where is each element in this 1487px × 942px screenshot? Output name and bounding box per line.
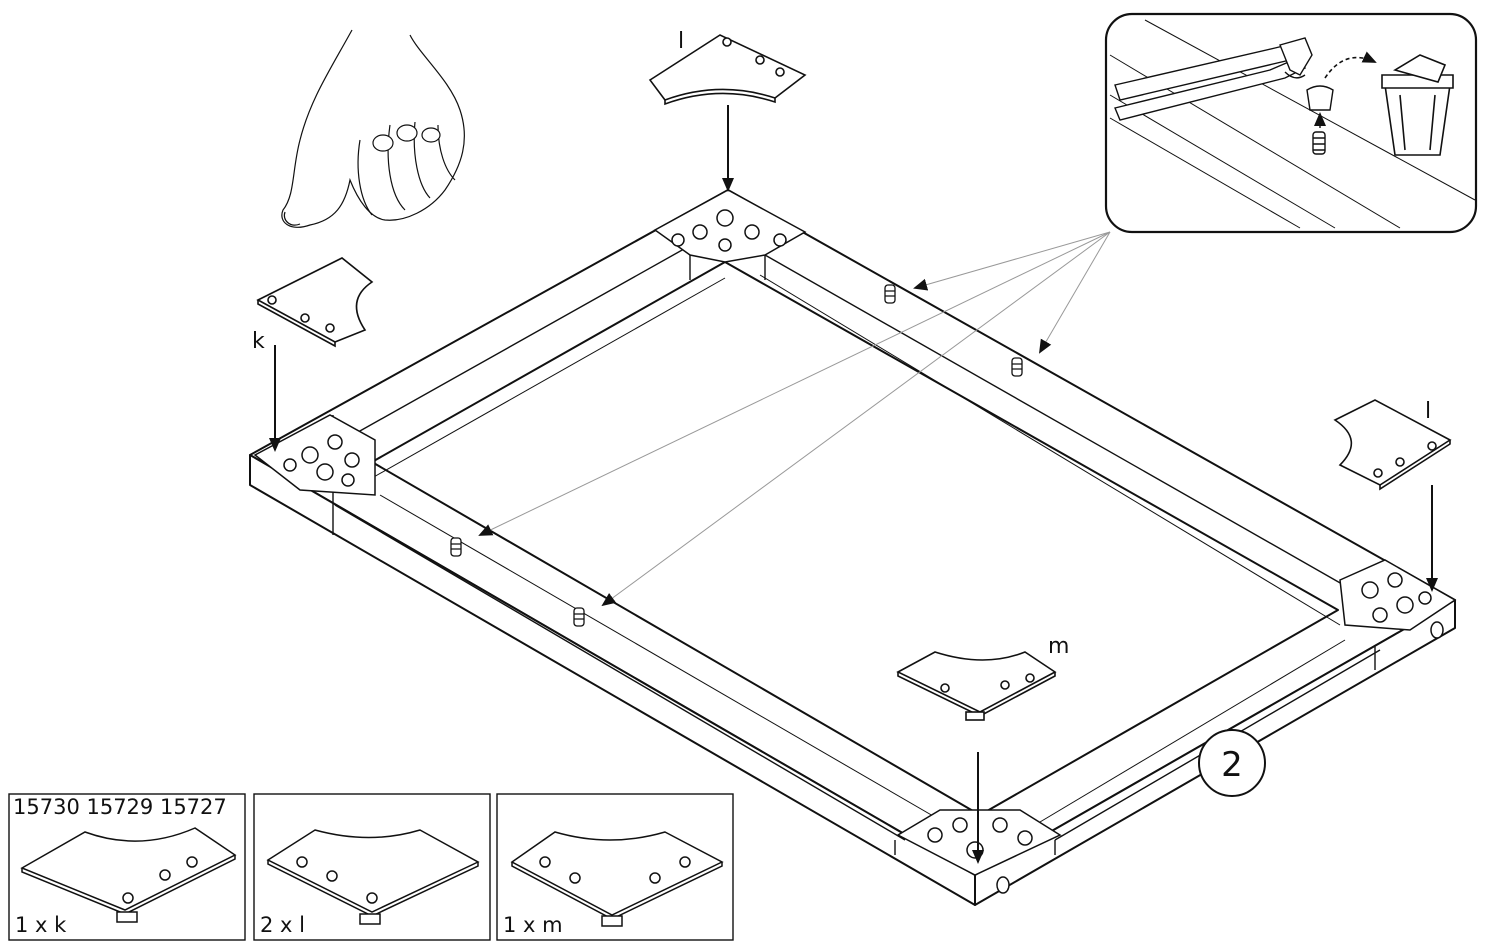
plug-1 bbox=[884, 284, 896, 304]
corner-block-left bbox=[253, 414, 376, 496]
part-quantity: 2 x l bbox=[260, 913, 305, 937]
plate-front bbox=[896, 651, 1057, 721]
trash-bin-icon bbox=[1381, 54, 1454, 156]
pliers-remove-plug-icon bbox=[1114, 37, 1313, 121]
base-frame bbox=[249, 189, 1456, 906]
corner-block-right bbox=[1339, 559, 1457, 639]
label-right-plate: l bbox=[1425, 399, 1431, 424]
plate-left bbox=[256, 257, 374, 348]
insertion-arrows bbox=[269, 105, 1438, 864]
rail-plugs bbox=[450, 284, 1023, 627]
parts-box-3: 1 x m bbox=[496, 793, 734, 941]
plug-4 bbox=[573, 607, 585, 627]
plate-right bbox=[1333, 399, 1452, 491]
parts-box-2: 2 x l bbox=[253, 793, 491, 941]
part-codes: 15730 15729 15727 bbox=[13, 795, 227, 819]
detail-plug bbox=[1306, 85, 1334, 155]
corner-block-top bbox=[653, 189, 807, 263]
label-top-plate: l bbox=[678, 29, 684, 54]
hand-pressing-icon bbox=[281, 29, 465, 228]
label-left-plate: k bbox=[252, 329, 265, 354]
plate-top bbox=[648, 34, 807, 106]
leader-lines bbox=[478, 231, 1111, 607]
part-quantity: 1 x m bbox=[503, 913, 563, 937]
plug-2 bbox=[1011, 357, 1023, 377]
detail-inset bbox=[1104, 12, 1478, 234]
curved-arrow bbox=[1324, 51, 1377, 79]
label-front-plate: m bbox=[1048, 634, 1069, 659]
part-quantity: 1 x k bbox=[15, 913, 67, 937]
step-badge: 2 bbox=[1198, 729, 1266, 797]
step-number: 2 bbox=[1221, 745, 1243, 785]
parts-box-1: 15730 15729 15727 1 x k bbox=[8, 793, 246, 941]
plug-3 bbox=[450, 537, 462, 557]
